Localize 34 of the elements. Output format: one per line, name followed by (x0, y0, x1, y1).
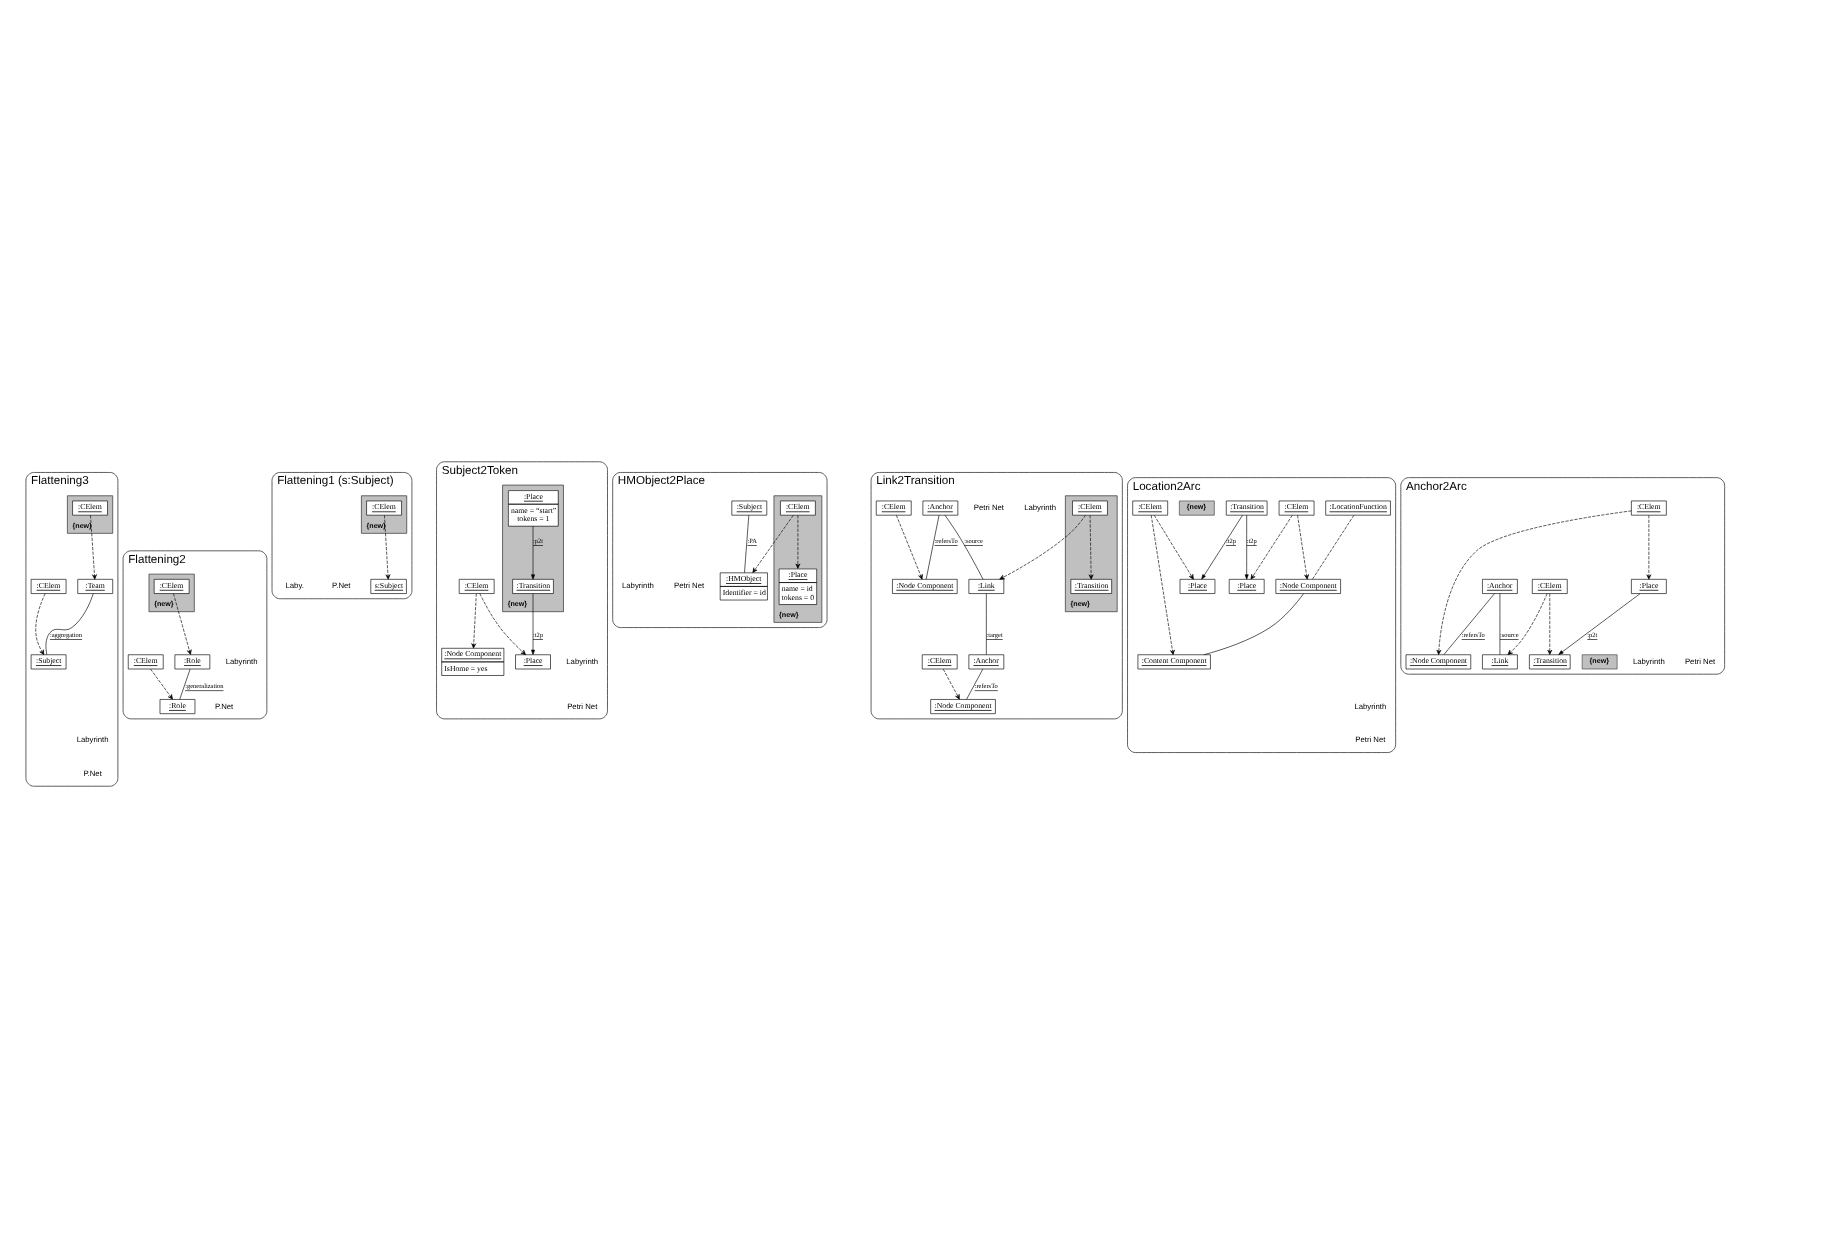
arrow (1436, 509, 1632, 654)
connector (1443, 592, 1495, 654)
arrow (90, 513, 97, 579)
arrow (150, 667, 173, 699)
arrow (752, 513, 794, 572)
connector (45, 592, 94, 654)
arrow (1547, 592, 1553, 654)
arrow (896, 513, 923, 579)
arrow (942, 667, 960, 699)
arrow (1201, 513, 1243, 579)
arrow (35, 592, 46, 654)
arrow (471, 592, 477, 648)
arrow (531, 524, 535, 579)
arrow (1507, 592, 1548, 654)
arrow (384, 513, 391, 579)
connector (1499, 592, 1501, 654)
arrow (1153, 513, 1194, 579)
connector (1203, 592, 1304, 655)
arrow (531, 592, 535, 654)
arrow (1646, 513, 1652, 579)
arrow (1150, 513, 1175, 655)
arrow (795, 513, 801, 568)
arrow (1244, 513, 1249, 579)
connector (744, 513, 750, 572)
arrow (1297, 513, 1309, 579)
arrow (479, 592, 526, 655)
connector (986, 592, 987, 654)
arrow (1088, 513, 1094, 579)
connector (179, 667, 191, 699)
arrow (1558, 592, 1641, 654)
arrow (173, 592, 192, 654)
arrow (999, 513, 1086, 579)
connector (966, 667, 984, 699)
arrow (1250, 513, 1293, 579)
